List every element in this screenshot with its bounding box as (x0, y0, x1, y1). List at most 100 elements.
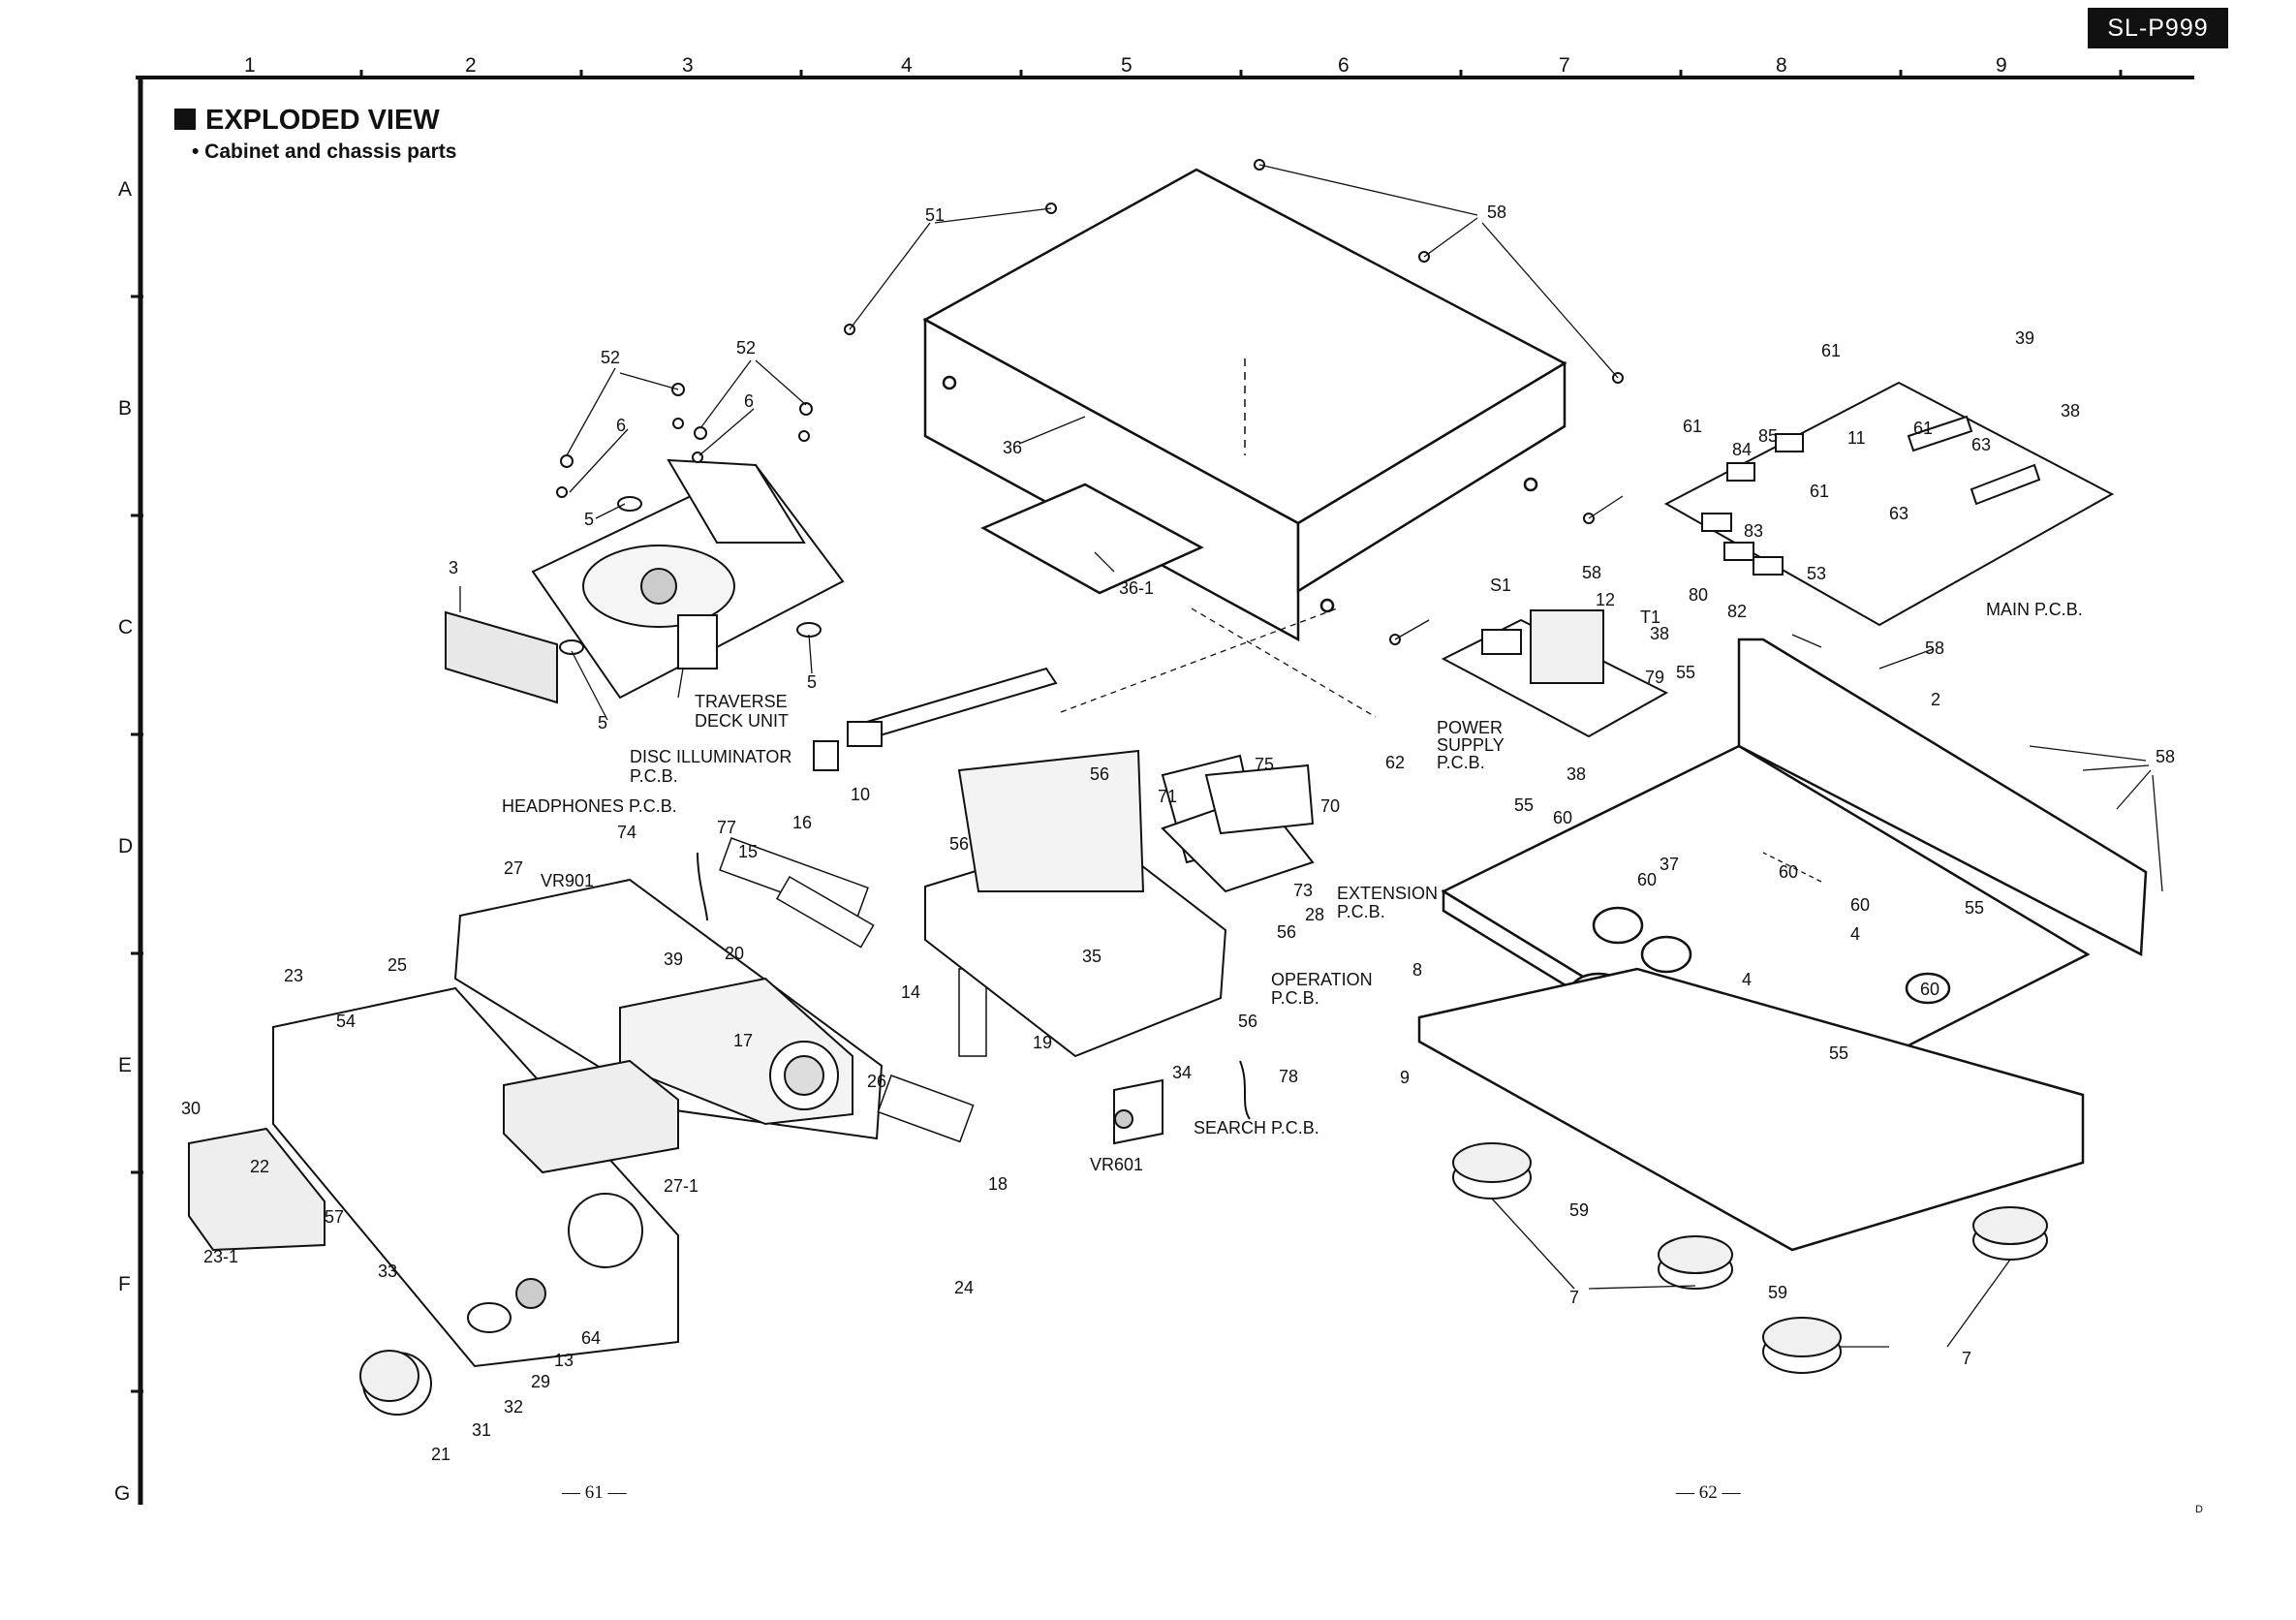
callout-6b: 6 (744, 391, 754, 411)
callout-58: 58 (1487, 202, 1506, 222)
callout-29: 29 (531, 1372, 550, 1391)
callout-75: 75 (1255, 755, 1274, 774)
callout-51: 51 (925, 205, 945, 225)
label-vr601: VR601 (1090, 1155, 1143, 1174)
callout-30: 30 (181, 1099, 201, 1118)
row-label-b: B (118, 397, 132, 420)
callout-70: 70 (1320, 796, 1340, 816)
callout-52a: 52 (601, 348, 620, 367)
callout-63b: 63 (1889, 504, 1908, 523)
row-label-f: F (118, 1273, 131, 1295)
callout-7b: 7 (1962, 1349, 1971, 1368)
callout-5a: 5 (584, 510, 594, 529)
label-extension: EXTENSION (1337, 884, 1438, 903)
callout-12: 12 (1596, 590, 1615, 609)
front-panel-27 (453, 878, 884, 1140)
callout-38a: 38 (1650, 624, 1669, 643)
callout-62: 62 (1385, 753, 1405, 772)
col-label-6: 6 (1338, 54, 1350, 77)
callout-16: 16 (792, 813, 812, 832)
label-headphones-pcb: HEADPHONES P.C.B. (502, 796, 677, 816)
label-s1: S1 (1490, 576, 1511, 595)
door-23-1 (188, 1127, 326, 1252)
callout-5c: 5 (598, 713, 607, 732)
callout-61a: 61 (1821, 341, 1841, 360)
front-cabinet-23 (272, 986, 679, 1368)
callout-39b: 39 (2015, 328, 2034, 348)
leader-lines-deck (459, 359, 813, 721)
callout-32: 32 (504, 1397, 523, 1417)
col-label-1: 1 (244, 54, 256, 77)
callout-3: 3 (449, 558, 458, 577)
section-title-text: EXPLODED VIEW (205, 105, 440, 136)
callout-71: 71 (1158, 787, 1177, 806)
callout-4a: 4 (1850, 924, 1860, 944)
label-ps-pcb: P.C.B. (1437, 753, 1485, 772)
callout-27: 27 (504, 858, 523, 878)
callout-58d: 58 (2156, 747, 2175, 766)
label-operation: OPERATION (1271, 970, 1373, 989)
callout-64: 64 (581, 1328, 601, 1348)
label-deck-unit: DECK UNIT (695, 711, 789, 731)
callout-15: 15 (738, 842, 758, 861)
label-power: POWER (1437, 718, 1503, 737)
callout-36-1: 36-1 (1119, 578, 1154, 598)
callout-38b: 38 (1567, 764, 1586, 784)
label-vr901: VR901 (541, 871, 594, 890)
callout-10: 10 (851, 785, 870, 804)
bottom-plate-9 (1417, 967, 2085, 1252)
corner-mark: D (2195, 1504, 2203, 1515)
col-label-7: 7 (1559, 54, 1570, 77)
callout-36: 36 (1003, 438, 1022, 457)
callout-18: 18 (988, 1174, 1008, 1194)
callout-17: 17 (733, 1031, 753, 1050)
callout-83: 83 (1744, 521, 1763, 541)
extension-pcb (1161, 763, 1315, 893)
label-traverse: TRAVERSE (695, 692, 788, 711)
callout-23-1: 23-1 (203, 1247, 238, 1266)
search-pcb (1113, 1078, 1164, 1145)
col-label-9: 9 (1996, 54, 2007, 77)
callout-37: 37 (1660, 855, 1679, 874)
top-cabinet-cover (922, 168, 1567, 642)
callout-55d: 55 (1829, 1044, 1848, 1063)
callout-60a: 60 (1553, 808, 1572, 827)
label-disc-pcb: P.C.B. (630, 766, 678, 786)
callout-4b: 4 (1742, 970, 1752, 989)
grid-row-labels: A B C D E F G (114, 178, 133, 1505)
callout-34: 34 (1172, 1063, 1192, 1082)
callout-38c: 38 (2061, 401, 2080, 421)
callout-60c: 60 (1779, 862, 1798, 882)
callout-20: 20 (725, 944, 744, 963)
col-label-3: 3 (682, 54, 694, 77)
label-search-pcb: SEARCH P.C.B. (1194, 1118, 1319, 1137)
callout-61c: 61 (1913, 419, 1933, 438)
callout-9: 9 (1400, 1068, 1410, 1087)
callout-55b: 55 (1514, 795, 1534, 815)
title-square-icon (174, 109, 196, 130)
callout-5b: 5 (807, 672, 817, 692)
left-page-number: — 61 — (562, 1482, 627, 1503)
callout-79: 79 (1645, 668, 1664, 687)
callout-80: 80 (1689, 585, 1708, 605)
callout-74: 74 (617, 823, 636, 842)
grid-frame (131, 70, 2194, 1505)
row-label-a: A (118, 178, 132, 201)
callout-39a: 39 (664, 950, 683, 969)
callout-6a: 6 (616, 416, 626, 435)
callout-25: 25 (388, 955, 407, 975)
callout-54: 54 (336, 1012, 356, 1031)
col-label-5: 5 (1121, 54, 1132, 77)
callout-33: 33 (378, 1262, 397, 1281)
callout-59a: 59 (1569, 1200, 1589, 1220)
right-page-number: — 62 — (1676, 1482, 1741, 1503)
callout-13: 13 (554, 1351, 574, 1370)
callout-52b: 52 (736, 338, 756, 358)
callout-35: 35 (1082, 947, 1101, 966)
label-supply: SUPPLY (1437, 735, 1505, 755)
callout-78: 78 (1279, 1067, 1298, 1086)
callout-labels: 51 58 36 36-1 52 52 6 6 5 5 5 3 TRAVERSE… (181, 202, 2175, 1464)
callout-57: 57 (325, 1207, 344, 1227)
callout-19: 19 (1033, 1033, 1052, 1052)
row-label-c: C (118, 616, 133, 639)
